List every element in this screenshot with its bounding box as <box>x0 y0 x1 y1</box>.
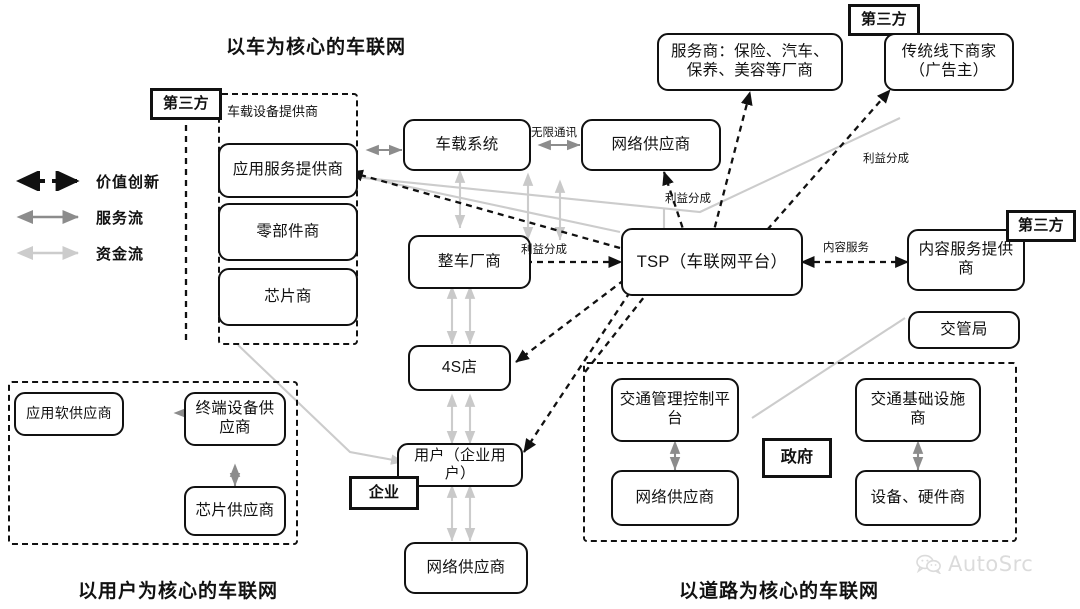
node-tsp[interactable]: TSP（车联网平台） <box>621 228 803 296</box>
node-traffic-bureau[interactable]: 交管局 <box>908 311 1020 349</box>
node-network-supplier-road[interactable]: 网络供应商 <box>611 470 739 526</box>
watermark: AutoSrc <box>916 552 1033 576</box>
double-arrow-dashed-icon <box>16 171 80 191</box>
legend-label-money-flow: 资金流 <box>96 245 145 263</box>
node-network-supplier-bottom[interactable]: 网络供应商 <box>404 542 528 594</box>
node-app-software-supplier[interactable]: 应用软供应商 <box>14 392 124 436</box>
node-parts-supplier[interactable]: 零部件商 <box>218 203 358 261</box>
node-onboard-system[interactable]: 车载系统 <box>403 119 531 171</box>
edge-label-profit-share-vehicle: 利益分成 <box>521 244 567 256</box>
node-content-service-provider[interactable]: 内容服务提供商 <box>907 229 1025 291</box>
node-vehicle-manufacturer[interactable]: 整车厂商 <box>408 235 531 289</box>
edge-label-wireless-comm: 无限通讯 <box>531 127 577 139</box>
caption-onboard-device-supplier: 车载设备提供商 <box>227 104 319 119</box>
double-arrow-light-icon <box>16 245 80 261</box>
legend-item-money-flow: 资金流 <box>14 235 160 271</box>
node-4s-store[interactable]: 4S店 <box>408 345 511 391</box>
node-traffic-control-platform[interactable]: 交通管理控制平台 <box>611 378 739 442</box>
node-service-providers[interactable]: 服务商：保险、汽车、保养、美容等厂商 <box>657 33 843 91</box>
node-enterprise[interactable]: 企业 <box>349 476 419 510</box>
double-arrow-gray-icon <box>16 209 80 225</box>
legend-label-service-flow: 服务流 <box>96 209 145 227</box>
title-car-core: 以车为核心的车联网 <box>226 37 407 58</box>
node-third-party-1[interactable]: 第三方 <box>150 88 222 120</box>
title-user-core: 以用户为核心的车联网 <box>78 581 279 602</box>
node-app-service-provider[interactable]: 应用服务提供商 <box>218 143 358 198</box>
node-chip-maker[interactable]: 芯片商 <box>218 268 358 326</box>
node-government[interactable]: 政府 <box>762 438 832 478</box>
node-offline-merchants[interactable]: 传统线下商家（广告主） <box>884 33 1014 91</box>
node-third-party-2[interactable]: 第三方 <box>848 4 920 36</box>
legend-item-value-innovation: 价值创新 <box>14 163 160 199</box>
legend-label-value-innovation: 价值创新 <box>96 173 161 191</box>
node-third-party-3[interactable]: 第三方 <box>1006 210 1076 242</box>
legend-item-service-flow: 服务流 <box>14 199 160 235</box>
node-chip-supplier[interactable]: 芯片供应商 <box>184 486 286 536</box>
node-terminal-device-supplier[interactable]: 终端设备供应商 <box>184 392 286 446</box>
edge-label-profit-share-merchant: 利益分成 <box>863 153 909 165</box>
node-equipment-hardware[interactable]: 设备、硬件商 <box>855 470 981 526</box>
edge-label-profit-share-network: 利益分成 <box>665 193 711 205</box>
node-traffic-infra-provider[interactable]: 交通基础设施商 <box>855 378 981 442</box>
node-network-supplier-top[interactable]: 网络供应商 <box>581 119 721 171</box>
legend: 价值创新 服务流 <box>14 163 160 271</box>
watermark-text: AutoSrc <box>948 552 1034 576</box>
edge-label-content-service: 内容服务 <box>823 242 869 254</box>
title-road-core: 以道路为核心的车联网 <box>679 581 880 602</box>
wechat-icon <box>916 554 941 574</box>
